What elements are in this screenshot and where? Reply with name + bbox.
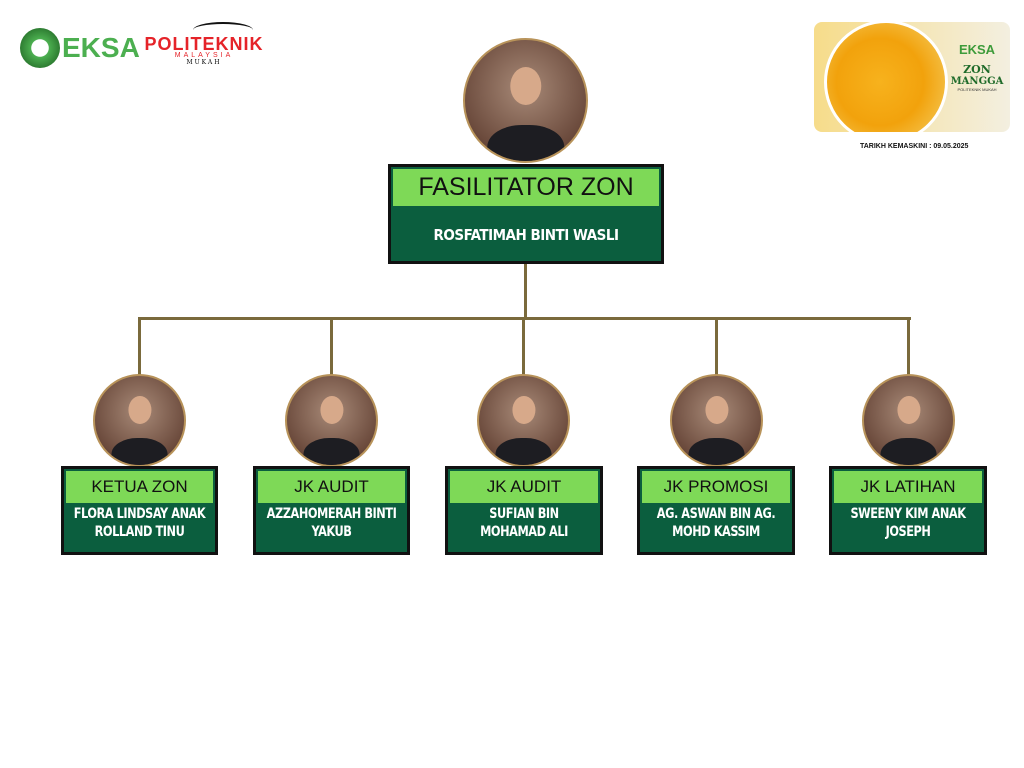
eksa-logo: EKSA — [20, 28, 140, 68]
member-name: SUFIAN BIN MOHAMAD ALI — [480, 506, 568, 540]
banner-brand: EKSA — [958, 42, 996, 57]
politeknik-campus: MUKAH — [186, 59, 222, 66]
member-box: JK AUDIT AZZAHOMERAH BINTI YAKUB — [253, 466, 410, 555]
mango-image — [824, 22, 948, 132]
member-role: JK LATIHAN — [834, 471, 982, 503]
banner-zone-name: MANGGA — [950, 76, 1004, 87]
member-name: FLORA LINDSAY ANAK ROLLAND TINU — [73, 506, 206, 540]
eksa-emblem-icon — [20, 28, 60, 68]
facilitator-name: ROSFATIMAH BINTI WASLI — [433, 226, 619, 244]
zone-banner: EKSA ZON MANGGA POLITEKNIK MUKAH — [814, 22, 1010, 132]
member-photo — [862, 374, 955, 467]
facilitator-photo — [463, 38, 588, 163]
banner-zone: ZON — [963, 63, 991, 76]
member-role: KETUA ZON — [66, 471, 213, 503]
facilitator-role: FASILITATOR ZON — [393, 169, 659, 206]
member-box: JK PROMOSI AG. ASWAN BIN AG. MOHD KASSIM — [637, 466, 795, 555]
member-name: SWEENY KIM ANAK JOSEPH — [850, 506, 966, 540]
member-role: JK AUDIT — [258, 471, 405, 503]
facilitator-box: FASILITATOR ZON ROSFATIMAH BINTI WASLI — [388, 164, 664, 264]
member-photo — [285, 374, 378, 467]
updated-date: TARIKH KEMASKINI : 09.05.2025 — [860, 143, 969, 150]
member-box: JK LATIHAN SWEENY KIM ANAK JOSEPH — [829, 466, 987, 555]
member-photo — [477, 374, 570, 467]
member-role: JK PROMOSI — [642, 471, 790, 503]
politeknik-sub: MALAYSIA — [174, 52, 234, 59]
member-name: AZZAHOMERAH BINTI YAKUB — [266, 506, 397, 540]
banner-sub: POLITEKNIK MUKAH — [957, 87, 997, 92]
member-box: KETUA ZON FLORA LINDSAY ANAK ROLLAND TIN… — [61, 466, 218, 555]
member-name: AG. ASWAN BIN AG. MOHD KASSIM — [656, 506, 776, 540]
politeknik-logo: POLITEKNIK MALAYSIA MUKAH — [138, 22, 270, 66]
eksa-logo-text: EKSA — [62, 32, 140, 63]
politeknik-logo-text: POLITEKNIK — [144, 34, 264, 54]
member-photo — [93, 374, 186, 467]
member-photo — [670, 374, 763, 467]
member-box: JK AUDIT SUFIAN BIN MOHAMAD ALI — [445, 466, 603, 555]
member-role: JK AUDIT — [450, 471, 598, 503]
